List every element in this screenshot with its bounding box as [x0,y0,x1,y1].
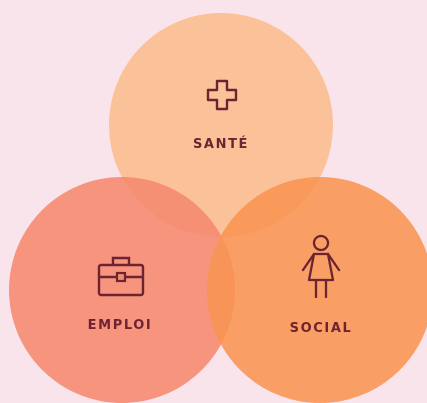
label-sante: SANTÉ [192,137,250,152]
label-emploi: EMPLOI [87,318,153,333]
woman-figure-icon [301,234,341,299]
medical-cross-icon [206,79,238,111]
label-social: SOCIAL [289,321,353,336]
circle-sante [109,13,333,237]
briefcase-icon [97,256,145,297]
circle-emploi [9,177,235,403]
